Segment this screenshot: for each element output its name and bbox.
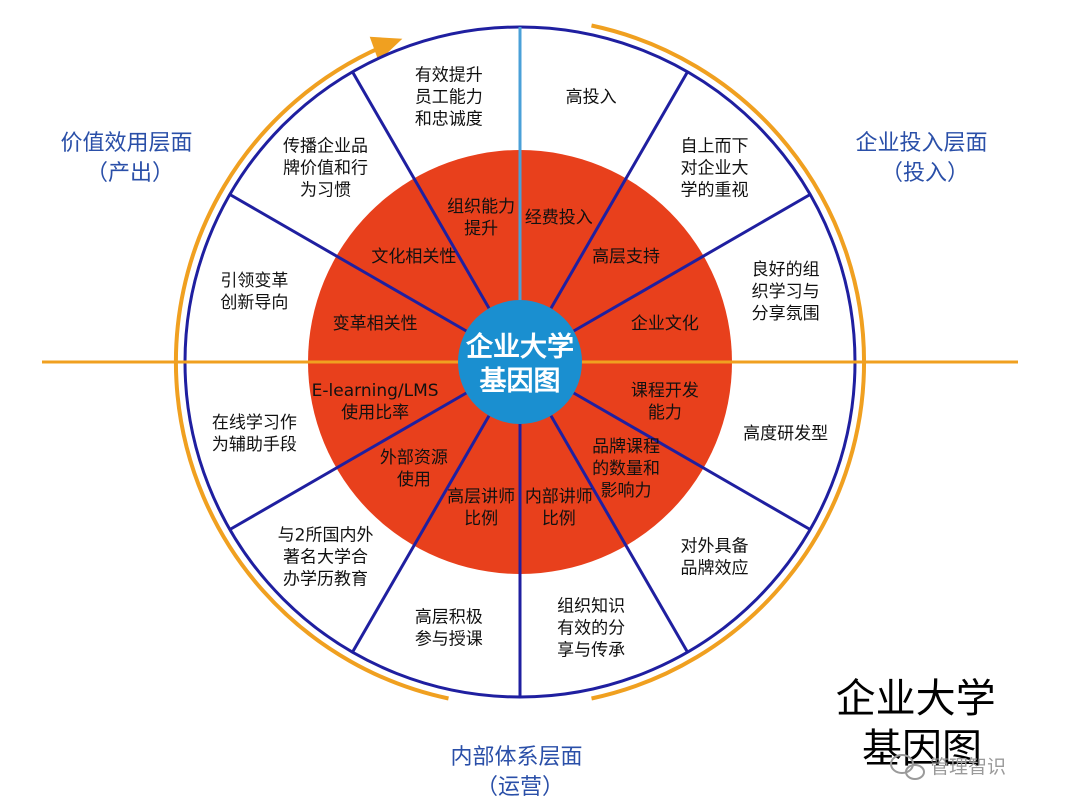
outer-segment-label: 传播企业品牌价值和行为习惯 <box>283 137 368 201</box>
inner-segment-label: 企业文化 <box>631 314 699 334</box>
inner-segment-layer: 经费投入高层支持企业文化课程开发能力品牌课程的数量和影响力内部讲师比例高层讲师比… <box>312 197 699 529</box>
outer-segment-label: 组织知识有效的分享与传承 <box>557 597 625 661</box>
quadrant-label-operation: 内部体系层面 （运营） <box>450 745 589 800</box>
spoke-line <box>351 71 491 310</box>
outer-segment-label: 与2所国内外著名大学合办学历教育 <box>278 525 374 589</box>
inner-segment-label: 课程开发能力 <box>631 381 699 423</box>
inner-segment-label: 变革相关性 <box>333 314 418 334</box>
spoke-line <box>549 71 689 310</box>
quadrant-label-output: 价值效用层面 （产出） <box>60 131 199 186</box>
outer-segment-label: 高层积极参与授课 <box>415 608 483 650</box>
spoke-line <box>229 193 468 333</box>
outer-segment-label: 对外具备品牌效应 <box>680 536 748 578</box>
wechat-icon <box>890 754 925 780</box>
center-layer: 企业大学基因图 <box>458 300 582 424</box>
center-circle <box>458 300 582 424</box>
outer-segment-label: 高度研发型 <box>743 424 828 444</box>
inner-segment-label: 文化相关性 <box>371 247 456 267</box>
outer-segment-label: 在线学习作为辅助手段 <box>212 413 297 455</box>
outer-segment-label: 良好的组织学习与分享氛围 <box>752 260 820 324</box>
watermark: 管理智识 <box>890 754 1006 780</box>
inner-segment-label: 高层讲师比例 <box>447 487 515 529</box>
watermark-text: 管理智识 <box>930 756 1006 778</box>
center-title: 企业大学基因图 <box>466 331 574 397</box>
spoke-line <box>229 391 468 531</box>
inner-segment-label: 外部资源使用 <box>380 448 448 490</box>
orange-arc-left <box>173 43 449 701</box>
orange-arrowhead <box>369 36 403 62</box>
spoke-line <box>572 391 811 531</box>
corner-title: 企业大学 基因图 <box>836 676 1009 772</box>
inner-segment-label: 经费投入 <box>525 208 593 228</box>
spoke-line <box>351 414 491 653</box>
outer-segment-label: 引领变革创新导向 <box>220 271 288 313</box>
spoke-line <box>572 193 811 333</box>
outer-segment-label: 高投入 <box>566 87 617 107</box>
outer-segment-layer: 高投入自上而下对企业大学的重视良好的组织学习与分享氛围高度研发型对外具备品牌效应… <box>212 65 828 660</box>
quadrant-label-input: 企业投入层面 （投入） <box>855 131 994 186</box>
inner-segment-label: 内部讲师比例 <box>525 487 593 529</box>
spoke-line <box>549 414 689 653</box>
inner-segment-label: 组织能力提升 <box>447 197 515 239</box>
inner-segment-label: 高层支持 <box>592 247 660 267</box>
inner-segment-label: 品牌课程的数量和影响力 <box>592 437 660 501</box>
outer-segment-label: 有效提升员工能力和忠诚度 <box>415 65 483 129</box>
outer-segment-label: 自上而下对企业大学的重视 <box>680 137 748 201</box>
